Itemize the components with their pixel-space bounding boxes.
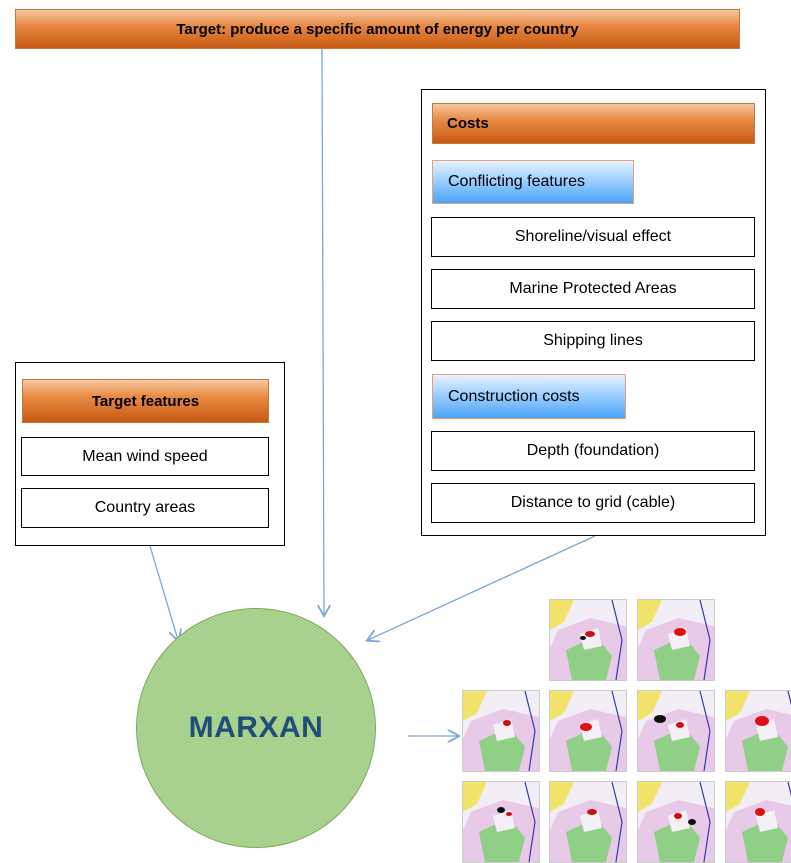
costs-title: Costs xyxy=(447,115,489,132)
target-item-label: Country areas xyxy=(94,499,196,516)
cost-item-label: Distance to grid (cable) xyxy=(510,494,676,511)
top-target-label: Target: produce a specific amount of ene… xyxy=(176,20,579,38)
cost-item-shipping-lines: Shipping lines xyxy=(431,321,755,361)
conflicting-features-header: Conflicting features xyxy=(432,160,634,204)
construction-costs-label: Construction costs xyxy=(448,387,580,405)
target-features-title: Target features xyxy=(91,392,200,410)
cost-item-distance-to-grid: Distance to grid (cable) xyxy=(431,483,755,523)
target-item-country-areas: Country areas xyxy=(21,488,269,528)
arrow-costs-to-marxan xyxy=(368,535,596,640)
target-item-mean-wind-speed: Mean wind speed xyxy=(21,437,269,476)
top-target-banner: Target: produce a specific amount of ene… xyxy=(15,9,740,49)
cost-item-label: Marine Protected Areas xyxy=(509,280,677,297)
cost-item-label: Shoreline/visual effect xyxy=(514,228,672,245)
marxan-label: MARXAN xyxy=(188,711,324,744)
arrow-top-target-to-marxan xyxy=(322,48,324,615)
conflicting-features-label: Conflicting features xyxy=(448,173,585,190)
marxan-node: MARXAN xyxy=(136,608,376,848)
target-features-header: Target features xyxy=(22,379,269,423)
target-item-label: Mean wind speed xyxy=(82,447,208,465)
cost-item-depth: Depth (foundation) xyxy=(431,431,755,471)
construction-costs-header: Construction costs xyxy=(432,374,626,419)
cost-item-shoreline: Shoreline/visual effect xyxy=(431,217,755,257)
costs-header: Costs xyxy=(432,103,755,144)
cost-item-label: Shipping lines xyxy=(543,332,643,349)
arrow-target-features-to-marxan xyxy=(149,545,178,640)
cost-item-marine-protected-areas: Marine Protected Areas xyxy=(431,269,755,309)
cost-item-label: Depth (foundation) xyxy=(526,442,660,459)
